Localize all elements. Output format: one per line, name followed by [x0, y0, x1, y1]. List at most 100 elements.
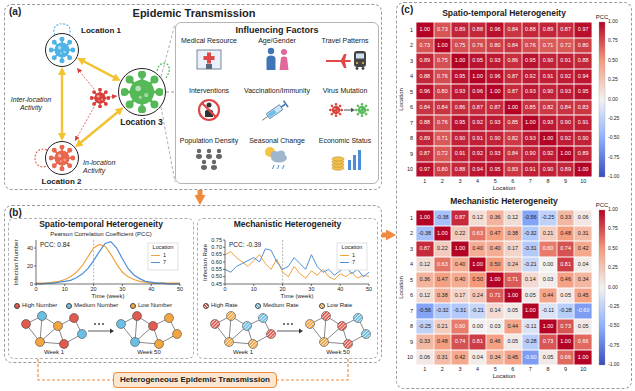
heatmap-cell: 0.93 — [522, 131, 540, 147]
colorbar-tick: 1.00 — [608, 19, 618, 25]
location-label: Location 3 — [120, 118, 163, 128]
factor-label: Interventions — [189, 87, 229, 95]
heatmap-cell: 1.00 — [557, 146, 575, 162]
week-label: Week 50 — [326, 349, 350, 356]
legend-swatch — [66, 303, 72, 309]
colorbar-title: PCC — [596, 202, 609, 209]
heatmap-cell: 0.04 — [469, 350, 487, 366]
heatmap-cell: 0.82 — [539, 100, 557, 116]
connector — [80, 59, 118, 79]
network-graphs — [22, 312, 371, 349]
location-circle: Location 2 — [45, 141, 79, 175]
tick-label: 3 — [458, 366, 461, 372]
heatmap-cell: 0.40 — [451, 257, 469, 273]
tick-label: 0 — [34, 286, 37, 292]
tick-label: 8 — [410, 135, 413, 141]
heatmap-cell: 1.00 — [469, 257, 487, 273]
panel-letter: (b) — [9, 207, 22, 219]
heatmap-cell: 0.88 — [416, 115, 434, 131]
heatmap-cell: 1.00 — [504, 100, 522, 116]
heatmap-cell: 1.00 — [486, 84, 504, 100]
heatmap-cell: -0.31 — [522, 241, 540, 257]
tick-label: 0.65 — [211, 251, 222, 257]
heatmap-cell: 0.93 — [486, 115, 504, 131]
heatmap-cell: 0.75 — [451, 38, 469, 54]
colorbar-tick: 0.75 — [608, 38, 618, 44]
heatmap-cell: 0.00 — [469, 319, 487, 335]
tick-label: 2 — [410, 42, 413, 48]
axis-title: Location — [398, 276, 405, 299]
heatmap-cell: 0.00 — [539, 257, 557, 273]
factor-label: Population Density — [180, 137, 238, 145]
heatmap-cell: 0.45 — [574, 288, 592, 304]
tick-label: 7 — [410, 308, 413, 314]
heatmap-cell: 0.84 — [416, 100, 434, 116]
heatmap-cell: 0.03 — [539, 272, 557, 288]
heatmap-cell: 0.96 — [486, 69, 504, 85]
heatmap-cell: -0.56 — [522, 210, 540, 226]
heatmap-cell: 0.87 — [451, 210, 469, 226]
factor-icons — [196, 48, 369, 170]
heatmap-cell: 1.00 — [469, 69, 487, 85]
tick-label: 2 — [441, 366, 444, 372]
legend-line — [151, 262, 160, 264]
heatmap-cell: -0.21 — [522, 257, 540, 273]
heatmap-cell: 0.84 — [557, 100, 575, 116]
colorbar-tick: 0.00 — [608, 97, 618, 103]
activity-label: In-location Activity — [83, 159, 129, 175]
line-charts — [34, 240, 369, 286]
heatmap-cell: 0.90 — [539, 84, 557, 100]
heatmap-cell: 0.88 — [451, 162, 469, 178]
heatmap-cell: 0.60 — [451, 319, 469, 335]
heatmap-cell: 0.31 — [574, 226, 592, 242]
tick-label: 8 — [546, 366, 549, 372]
heatmap-cell: 0.66 — [557, 350, 575, 366]
factor-box-title: Influencing Factors — [235, 25, 318, 35]
heatmap-cell: 0.46 — [486, 334, 504, 350]
activity-label: Inter-location Activity — [6, 96, 56, 112]
tick-label: 6 — [410, 292, 413, 298]
heatmap-cell: 1.00 — [522, 115, 540, 131]
colorbar-tick: -0.25 — [608, 304, 619, 310]
heatmap-cell: 0.74 — [451, 334, 469, 350]
summary-box: Heterogeneous Epidemic Transmission — [113, 372, 277, 388]
heatmap-cell: 0.74 — [557, 241, 575, 257]
heatmap-cell: 0.31 — [434, 350, 452, 366]
heatmap-cell: 0.76 — [522, 38, 540, 54]
heatmap-cell: 0.17 — [504, 241, 522, 257]
tick-label: 10 — [251, 286, 257, 292]
legend-label: 1 — [163, 252, 166, 258]
tick-label: 10 — [62, 286, 68, 292]
heatmap-cell: 0.91 — [451, 146, 469, 162]
heatmap-cell: 0.89 — [557, 162, 575, 178]
heatmap-cell: 0.87 — [504, 69, 522, 85]
heatmap-cell: 0.94 — [469, 162, 487, 178]
heatmap-cell: 0.45 — [504, 350, 522, 366]
chart-subtitle: Pearson Correlation Coefficient (PCC) — [50, 231, 152, 238]
heatmap-cell: -0.56 — [416, 303, 434, 319]
heatmap-cell: 0.48 — [557, 226, 575, 242]
tick-label: 40 — [148, 286, 154, 292]
heatmap-cell: 0.63 — [434, 257, 452, 273]
tick-label: 6 — [410, 104, 413, 110]
legend-swatch — [14, 303, 20, 309]
legend-swatch — [319, 303, 325, 309]
heatmap-cell: 0.06 — [416, 350, 434, 366]
heatmap-cell: 0.91 — [469, 131, 487, 147]
heatmap-cell: 0.84 — [434, 100, 452, 116]
summary-label: Heterogeneous Epidemic Transmission — [120, 375, 270, 384]
sub-panel-title: Spatio-temporal Heterogeneity — [39, 220, 163, 230]
tick-label: 4 — [476, 178, 479, 184]
week-label: Week 50 — [137, 349, 161, 356]
heatmap-title: Spatio-temporal Heterogeneity — [442, 9, 566, 19]
tick-label: 5 — [410, 277, 413, 283]
heatmap-cell: 1.00 — [416, 22, 434, 38]
tick-label: 9 — [564, 178, 567, 184]
heatmap-cell: 0.05 — [539, 350, 557, 366]
heatmap-cell: 0.87 — [504, 84, 522, 100]
heatmap-cell: 0.03 — [486, 319, 504, 335]
heatmap-cell: 0.88 — [574, 53, 592, 69]
axis-title: Time (week) — [281, 293, 314, 300]
heatmap-cell: 0.24 — [504, 257, 522, 273]
tick-label: 1 — [423, 178, 426, 184]
